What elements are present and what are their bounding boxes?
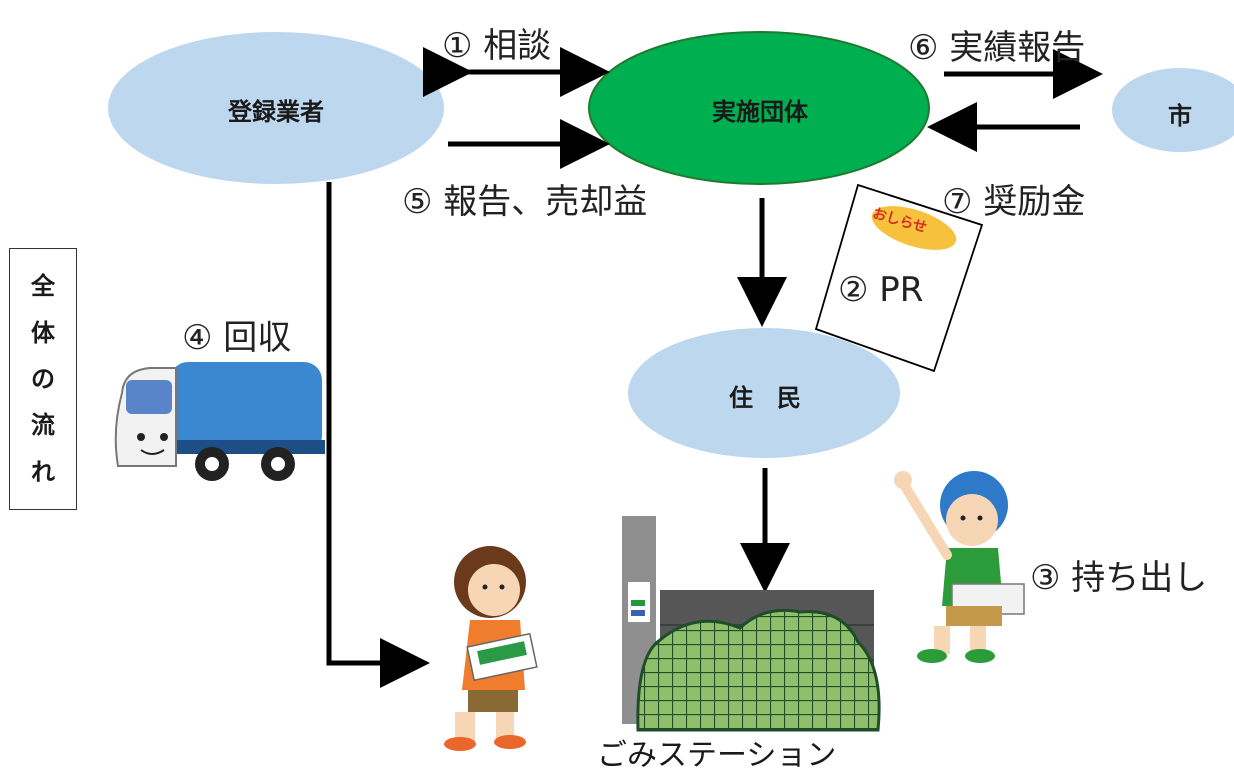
residents-node xyxy=(628,328,900,458)
overall-flow-char: 体 xyxy=(31,318,55,347)
registered-vendor-node xyxy=(108,32,444,184)
city-node xyxy=(1112,68,1234,152)
residents-label: 住 民 xyxy=(729,384,801,412)
overall-flow-char: 流 xyxy=(31,411,55,440)
overall-flow-char: れ xyxy=(31,457,55,486)
city-label: 市 xyxy=(1168,102,1192,130)
registered-vendor-label: 登録業者 xyxy=(228,98,324,126)
garbage-station-label: ごみステーション xyxy=(597,738,837,773)
implementing-group-label: 実施団体 xyxy=(712,98,808,126)
overall-flow-char: 全 xyxy=(31,272,55,301)
pr-leaflet-icon xyxy=(814,183,984,373)
garbage-truck-icon xyxy=(114,362,325,481)
step-collection-label: ④ 回収 xyxy=(182,318,292,358)
girl-carrying-papers-icon xyxy=(444,546,538,751)
garbage-station-icon xyxy=(622,516,881,732)
step-consult-label: ① 相談 xyxy=(442,26,552,66)
step-report-proceeds-label: ⑤ 報告、売却益 xyxy=(402,182,648,222)
step-incentive-label: ⑦ 奨励金 xyxy=(942,182,1086,222)
step-results-report-label: ⑥ 実績報告 xyxy=(908,28,1086,68)
arrow-collection xyxy=(326,182,430,688)
boy-waving-icon xyxy=(894,471,1025,663)
step-takeout-label: ③ 持ち出し xyxy=(1030,558,1208,598)
step-pr-label: ② PR xyxy=(838,270,924,310)
overall-flow-char: の xyxy=(31,364,55,393)
overall-flow-box: 全 体 の 流 れ xyxy=(9,248,77,510)
